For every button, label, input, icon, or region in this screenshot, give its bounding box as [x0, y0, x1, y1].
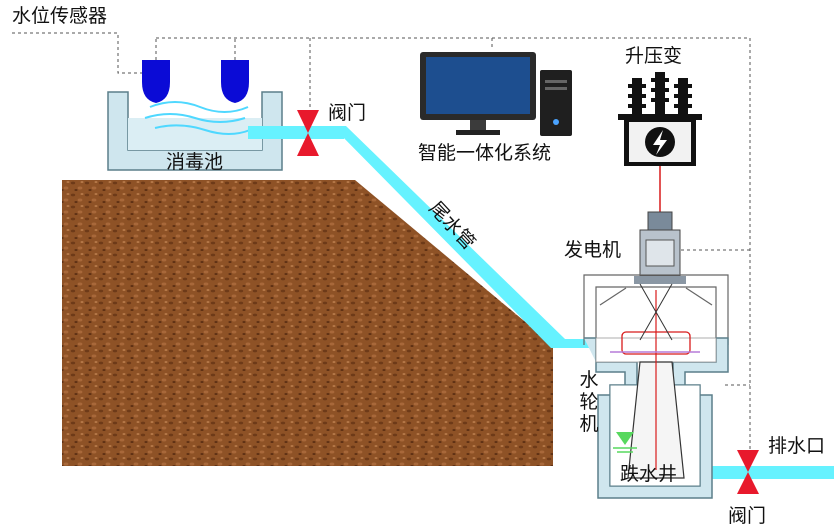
turbine-label: 水轮机: [579, 369, 599, 435]
valve-icon: [297, 110, 759, 494]
water-level-marker-icon: [616, 432, 634, 445]
drop-well-label: 跌水井: [620, 463, 678, 485]
step-up-transformer-icon: [618, 72, 702, 166]
valve-bottom-label: 阀门: [728, 505, 767, 527]
monitor-icon: [420, 52, 536, 135]
disinfection-pool-label: 消毒池: [166, 151, 224, 173]
valve-top-label: 阀门: [328, 102, 367, 124]
water-level-sensor-icon: [142, 60, 249, 103]
computer-tower-icon: [540, 70, 572, 136]
soil-ground: [62, 180, 553, 466]
transformer-label: 升压变: [625, 45, 683, 67]
control-system-label: 智能一体化系统: [418, 142, 552, 164]
disinfection-pool: [107, 91, 283, 171]
control-wiring: [12, 32, 751, 475]
generator-unit: [634, 211, 686, 284]
sensor-label: 水位传感器: [12, 5, 108, 27]
turbine-chamber: [584, 283, 729, 499]
powerhouse-structure: [583, 274, 729, 345]
lightning-bolt-icon: [653, 130, 667, 155]
water-pipe: [248, 126, 834, 479]
outlet-label: 排水口: [768, 435, 826, 457]
generator-label: 发电机: [564, 239, 622, 261]
